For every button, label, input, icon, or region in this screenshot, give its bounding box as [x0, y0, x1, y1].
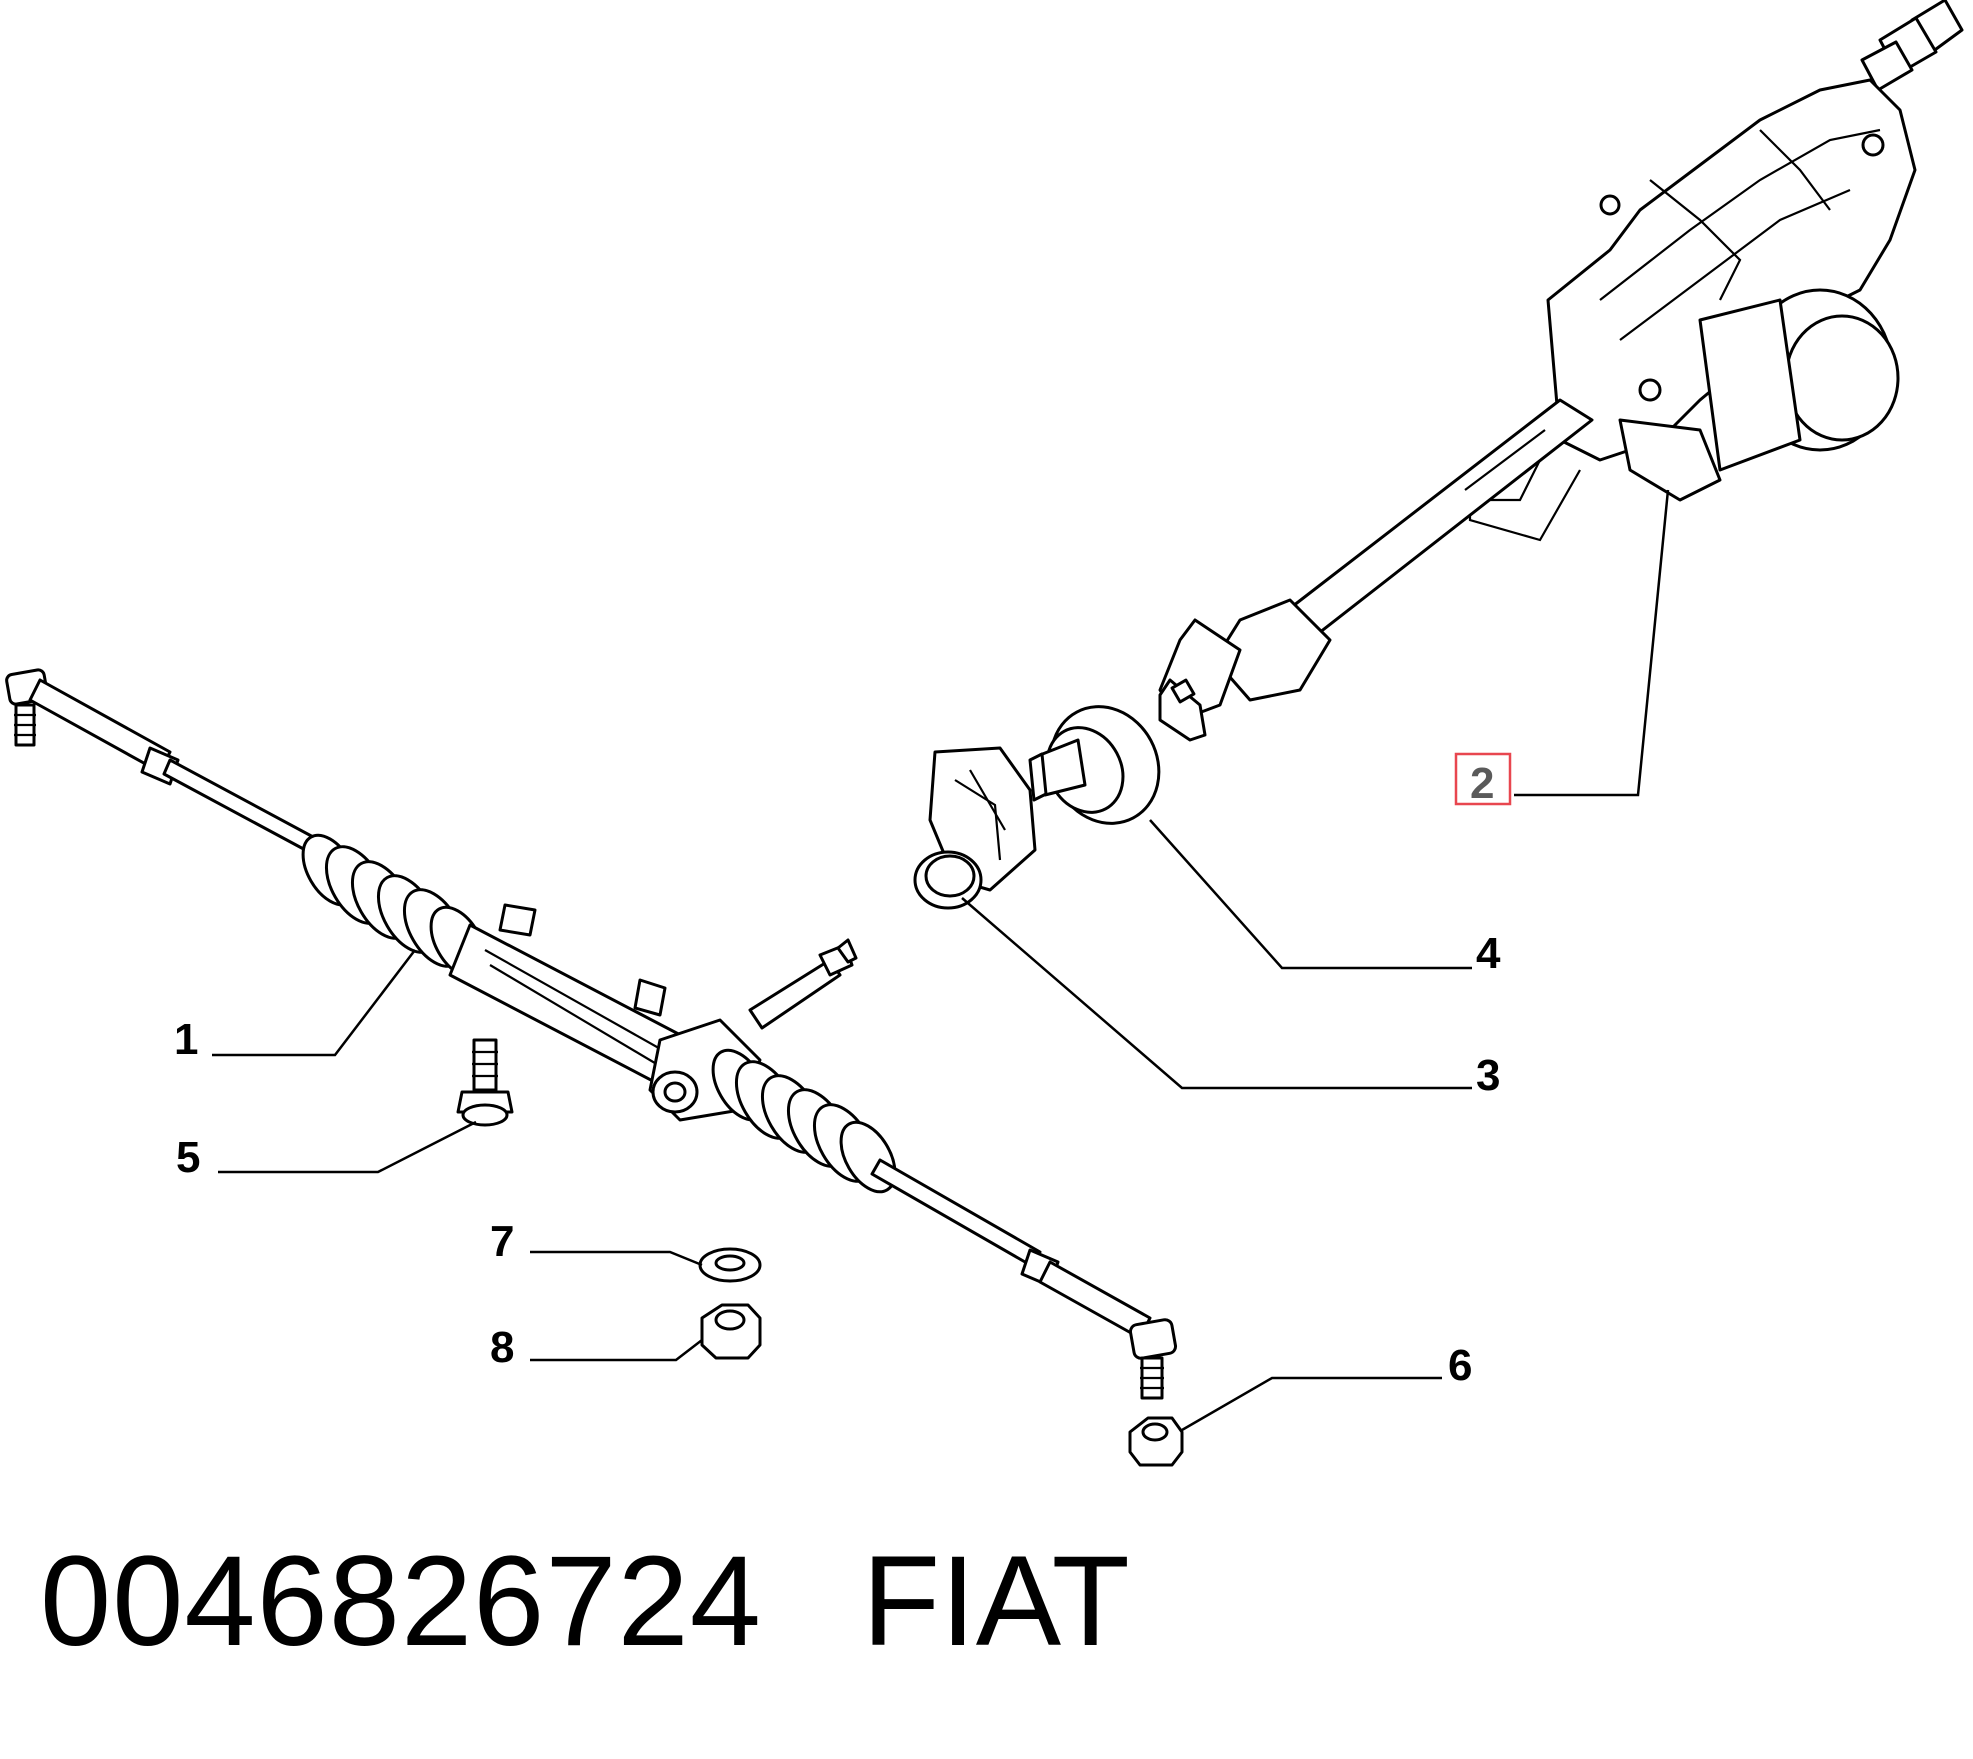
part-number: 0046826724	[40, 1530, 762, 1673]
nut	[1128, 1416, 1184, 1467]
bolt	[456, 1038, 514, 1127]
leader-5	[218, 1120, 477, 1174]
callout-2-highlight-box	[1454, 752, 1512, 806]
leader-lines	[212, 489, 1670, 1432]
callout-6: 6	[1448, 1341, 1472, 1390]
leader-1	[212, 949, 416, 1057]
leader-3	[961, 897, 1472, 1090]
callout-1: 1	[174, 1015, 198, 1064]
steering-column	[1158, 0, 1964, 742]
callout-8: 8	[490, 1323, 514, 1372]
callout-3: 3	[1476, 1051, 1500, 1100]
leader-2	[1514, 489, 1670, 797]
column-seal	[1028, 705, 1161, 825]
steering-rack	[5, 668, 1178, 1400]
flange-nut	[700, 1303, 762, 1360]
callout-5: 5	[176, 1133, 200, 1182]
washer	[698, 1247, 762, 1283]
leader-6	[1181, 1376, 1442, 1432]
brand-name: FIAT	[862, 1530, 1130, 1673]
column-boot	[913, 746, 1037, 910]
leader-7	[530, 1250, 703, 1267]
callout-2: 2	[1470, 759, 1494, 808]
leader-8	[530, 1339, 703, 1362]
leader-4	[1149, 819, 1472, 970]
callouts: 1 2 3 4 5 6 7 8	[174, 752, 1512, 1390]
callout-4: 4	[1476, 929, 1501, 978]
callout-7: 7	[490, 1217, 514, 1266]
